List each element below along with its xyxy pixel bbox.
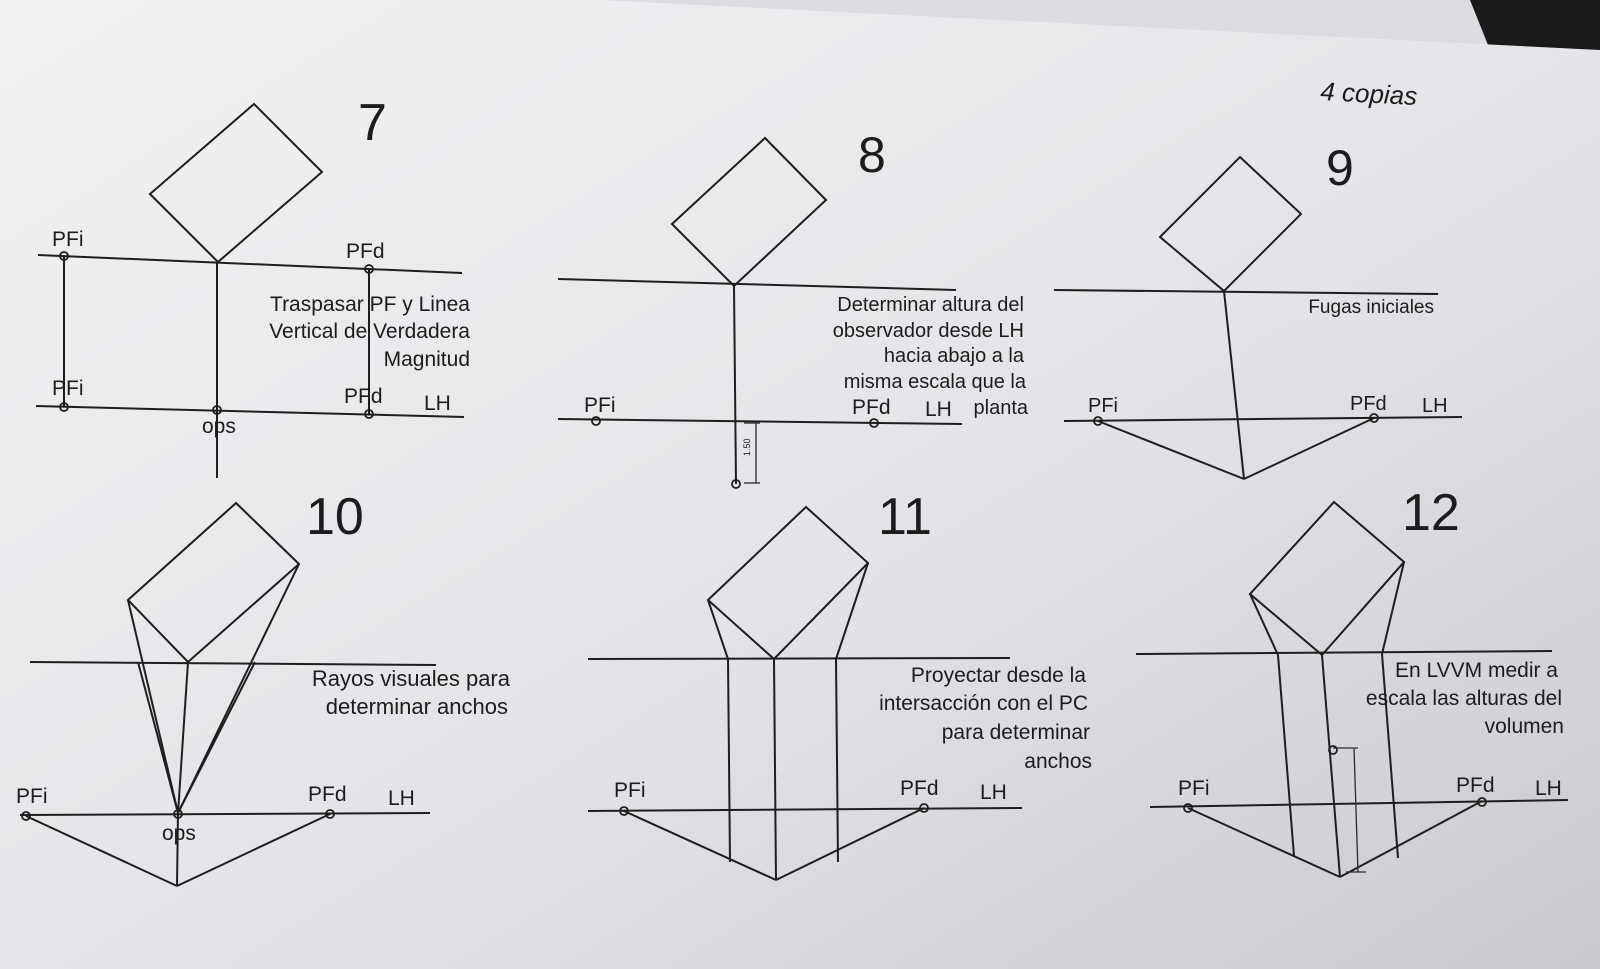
panel-12-picture-line (1135, 650, 1553, 655)
panel-9-picture-line (1053, 289, 1439, 295)
panel-9-number: 9 (1326, 140, 1354, 196)
panel-12-horizon-line (1149, 799, 1569, 808)
panel-12: 12 PFi PFd LH En LVVM medir a escala las… (1135, 484, 1569, 878)
panel-8-text-line-1: Determinar altura del (837, 294, 1024, 316)
panel-12-right-vanishing-line (1339, 800, 1483, 878)
panel-9-right-vanishing-line (1243, 417, 1375, 480)
panel-12-label-lh: LH (1535, 777, 1562, 800)
panel-8-number: 8 (858, 127, 886, 183)
panel-10-ray-center (177, 661, 189, 814)
panel-11-text-line-3: para determinar (942, 721, 1090, 744)
panel-7-label-ops: ops (202, 415, 236, 438)
panel-7-picture-line (37, 254, 463, 274)
panel-12-edge-right (1381, 653, 1399, 859)
panel-9-label-pfi: PFi (1088, 395, 1118, 417)
panel-7-number: 7 (358, 94, 387, 152)
panel-7-text-line-3: Magnitud (384, 348, 470, 371)
panel-8-picture-line (557, 278, 957, 291)
panel-10-label-ops: ops (162, 822, 196, 845)
panel-7-label-pfi: PFi (52, 377, 84, 400)
panel-11-text-line-1: Proyectar desde la (911, 664, 1086, 687)
panel-12-edge-left (1277, 654, 1295, 857)
handwritten-note: 4 copias (1320, 76, 1418, 111)
panel-8-text-line-2: observador desde LH (833, 320, 1024, 342)
panel-12-label-pfi: PFi (1178, 777, 1210, 800)
panel-11-projection-right (835, 658, 839, 863)
panel-10-left-vanishing-line (25, 815, 178, 887)
panel-8-label-lh: LH (925, 398, 952, 421)
panel-8-text-line-3: hacia abajo a la (884, 345, 1025, 367)
panel-12-edge-center (1321, 654, 1341, 878)
panel-9: 9 PFi PFd LH Fugas iniciales (1053, 140, 1463, 480)
panel-11-left-vanishing-line (623, 810, 777, 881)
panel-7-text-line-1: Traspasar PF y Linea (270, 293, 470, 316)
panel-8-vertical-line (733, 285, 737, 485)
panel-7: 7 PFi PFd PFi PFd LH ops Traspasar PF y … (35, 94, 470, 478)
panel-10-text-line-2: determinar anchos (326, 694, 508, 719)
panel-10-number: 10 (306, 488, 364, 546)
panel-7-label-pfd: PFd (344, 385, 383, 408)
panel-11-text-line-4: anchos (1024, 750, 1092, 773)
panel-10-picture-line (29, 661, 437, 666)
panel-12-text-line-3: volumen (1485, 715, 1564, 738)
panel-7-label-lh: LH (424, 392, 451, 415)
panel-9-horizon-line (1063, 416, 1463, 422)
panel-12-text-line-1: En LVVM medir a (1395, 659, 1558, 682)
panel-10-label-pfi: PFi (16, 785, 48, 808)
panel-10-horizon-line (19, 812, 431, 816)
panel-12-text-line-2: escala las alturas del (1366, 687, 1562, 710)
panel-10-ray-left (127, 599, 179, 814)
panel-7-horizon-line (35, 405, 465, 418)
panel-11-number: 11 (878, 488, 932, 546)
panel-11-projection-center (773, 658, 777, 881)
panel-11-picture-line (587, 657, 1011, 660)
panel-9-left-vanishing-line (1097, 420, 1245, 480)
panel-11-label-pfd: PFd (900, 777, 939, 800)
panel-8-label-pfd: PFd (852, 396, 891, 419)
panel-11-label-pfi: PFi (614, 779, 646, 802)
panel-8-label-pfi: PFi (584, 394, 616, 417)
panel-12-left-vanishing-line (1187, 807, 1341, 878)
panel-10: 10 PFi PFd LH ops Rayos visuales para de… (16, 488, 511, 887)
panel-7-label-pfi-top: PFi (52, 228, 84, 251)
panel-8-text-line-4: misma escala que la (844, 371, 1027, 393)
panel-7-text-line-2: Vertical de Verdadera (269, 320, 470, 343)
panel-12-number: 12 (1402, 484, 1460, 542)
panel-11-horizon-line (587, 807, 1023, 812)
panel-8-horizon-line (557, 418, 963, 425)
panel-8: 8 1.50 PFi PFd LH Determinar altura del … (557, 127, 1029, 489)
panel-9-label-pfd: PFd (1350, 393, 1387, 415)
panel-9-text-line-1: Fugas iniciales (1308, 297, 1434, 318)
panel-7-label-pfd-top: PFd (346, 240, 385, 263)
panel-11-text-line-2: intersacción con el PC (879, 692, 1088, 715)
panel-11-right-vanishing-line (775, 807, 925, 881)
panel-11: 11 PFi PFd LH Proyectar desde la intersa… (587, 488, 1092, 881)
panel-8-text-line-5: planta (974, 397, 1029, 419)
panel-11-label-lh: LH (980, 781, 1007, 804)
panel-11-projection-left (727, 658, 731, 863)
panel-9-vertical-line (1223, 290, 1245, 480)
panel-8-dimension-label: 1.50 (742, 438, 752, 456)
panel-10-right-vanishing-line (176, 813, 331, 887)
panel-12-label-pfd: PFd (1456, 774, 1495, 797)
panel-9-label-lh: LH (1422, 395, 1448, 417)
panel-10-text-line-1: Rayos visuales para (312, 666, 511, 691)
panel-10-label-lh: LH (388, 787, 415, 810)
panel-10-label-pfd: PFd (308, 783, 347, 806)
